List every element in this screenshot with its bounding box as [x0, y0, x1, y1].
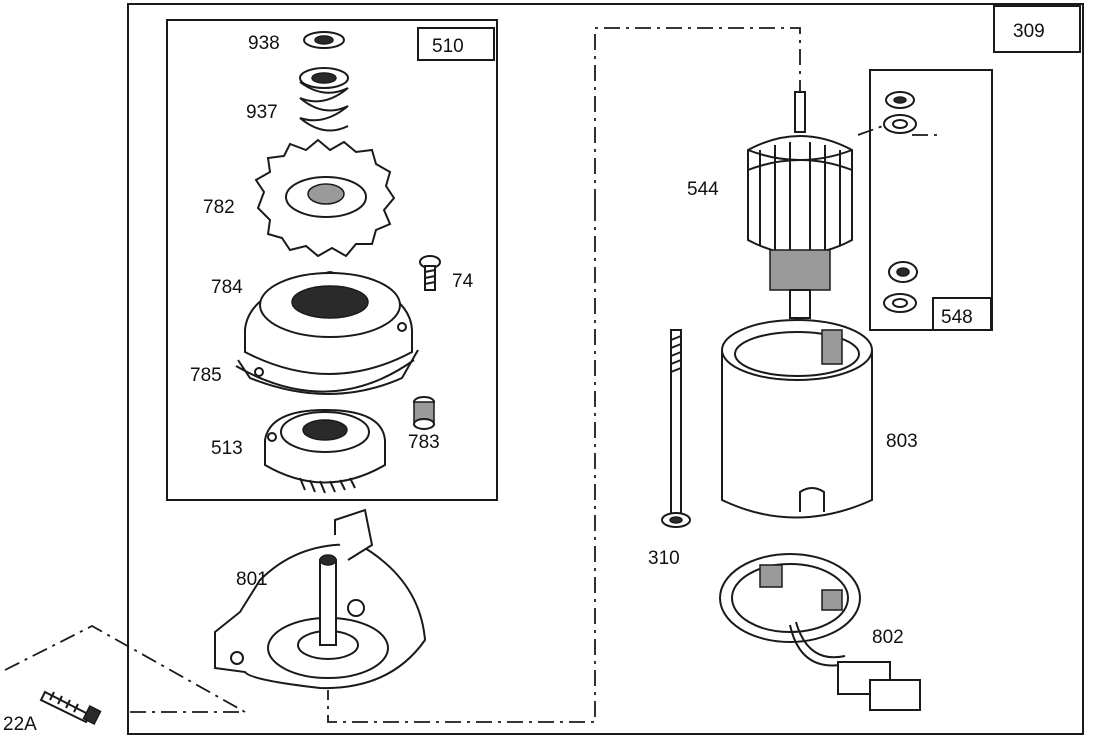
label-part-782: 782 [203, 197, 235, 218]
label-part-803: 803 [886, 431, 918, 452]
label-part-22a: 22A [3, 714, 37, 735]
brush-kit-washers [883, 91, 918, 313]
label-part-937: 937 [246, 102, 278, 123]
drive-kit-box [166, 19, 498, 501]
motor-housing-part [721, 319, 873, 519]
end-cap-part [214, 508, 427, 690]
label-outer-frame-number: 309 [1013, 21, 1045, 42]
label-part-544: 544 [687, 179, 719, 200]
label-part-785: 785 [190, 365, 222, 386]
label-part-513: 513 [211, 438, 243, 459]
label-part-802: 802 [872, 627, 904, 648]
label-brush-kit-number: 548 [941, 307, 973, 328]
label-part-783: 783 [408, 432, 440, 453]
ring-gear-part [264, 408, 386, 494]
armature-part [747, 91, 853, 319]
label-drive-kit-number: 510 [432, 36, 464, 57]
label-part-938: 938 [248, 33, 280, 54]
screw-part-22a [39, 690, 102, 725]
retaining-ring-part [303, 31, 345, 49]
screw-part-74 [419, 255, 441, 291]
drive-cap-part [235, 270, 419, 395]
outer-assembly-frame [127, 3, 1084, 735]
label-part-310: 310 [648, 548, 680, 569]
label-part-784: 784 [211, 277, 243, 298]
brush-plate-part [719, 553, 921, 711]
small-pinion-part [413, 396, 435, 430]
label-part-74: 74 [452, 271, 474, 292]
brush-kit-box [869, 69, 993, 331]
spring-part [299, 67, 349, 132]
label-part-801: 801 [236, 569, 268, 590]
through-bolt-part [661, 329, 691, 528]
pinion-gear-part [254, 138, 396, 258]
